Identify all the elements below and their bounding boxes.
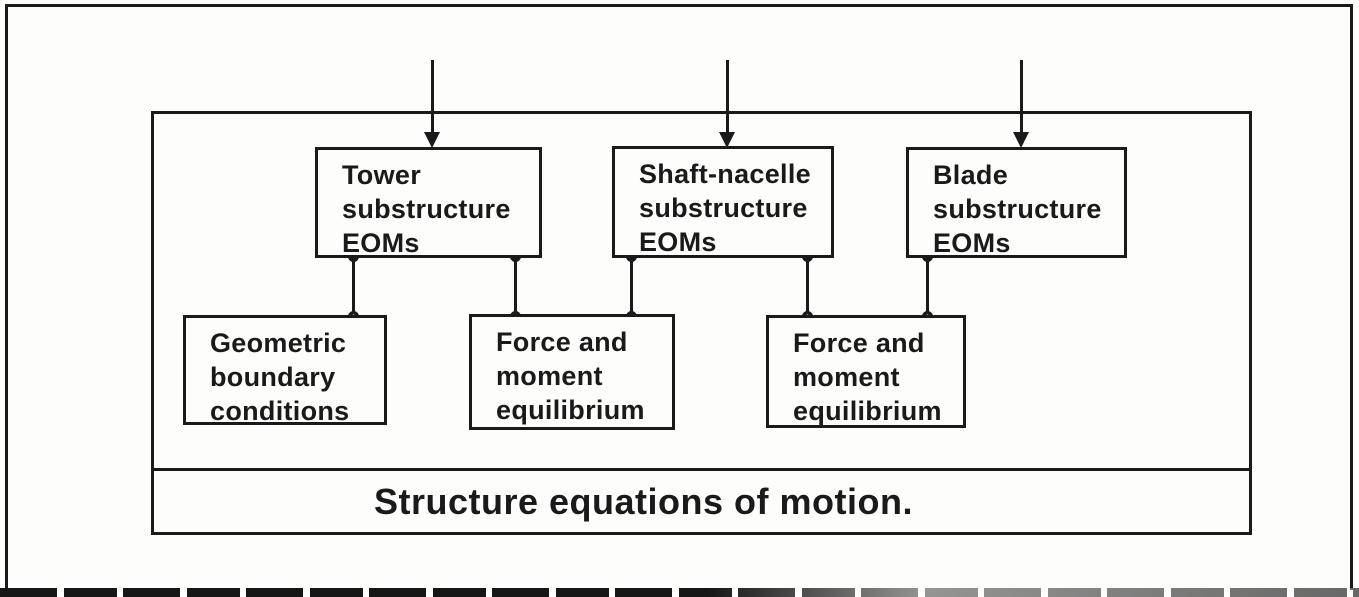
footer-band: Structure equations of motion. xyxy=(151,468,1252,535)
connector-blade-force2 xyxy=(926,254,929,318)
box-label-line: Force and xyxy=(496,327,628,357)
box-label-line: moment xyxy=(793,362,900,392)
force-moment-equilibrium-box-2: Force and moment equilibrium xyxy=(766,315,966,428)
force-moment-equilibrium-box-1: Force and moment equilibrium xyxy=(469,314,675,430)
box-label-line: Blade xyxy=(933,160,1009,190)
arrow-head-icon xyxy=(424,132,440,148)
box-label-line: boundary xyxy=(210,362,336,392)
geometric-boundary-conditions-box: Geometric boundary conditions xyxy=(183,315,387,426)
box-label-line: Geometric xyxy=(210,328,347,358)
box-label-line: equilibrium xyxy=(496,395,645,425)
box-label-line: equilibrium xyxy=(793,396,942,426)
box-label-line: Force and xyxy=(793,328,925,358)
box-label-line: EOMs xyxy=(933,228,1011,258)
box-label-line: Shaft-nacelle xyxy=(639,159,811,189)
connector-shaft-force1 xyxy=(630,254,633,318)
box-label-line: conditions xyxy=(210,396,350,426)
connector-tower-geometric xyxy=(352,254,355,318)
blade-substructure-eoms-box: Blade substructure EOMs xyxy=(906,147,1127,258)
box-label-line: substructure xyxy=(933,194,1102,224)
input-arrow-shaft-nacelle xyxy=(726,60,729,136)
footer-label: Structure equations of motion. xyxy=(373,480,913,522)
page-border-frame xyxy=(5,4,1353,590)
input-arrow-blade xyxy=(1020,60,1023,136)
box-label-line: EOMs xyxy=(639,227,717,257)
box-label-line: moment xyxy=(496,361,603,391)
box-label-line: EOMs xyxy=(342,228,420,258)
box-label-line: substructure xyxy=(342,194,511,224)
arrow-head-icon xyxy=(719,132,735,148)
arrow-head-icon xyxy=(1013,132,1029,148)
connector-tower-force1 xyxy=(514,254,517,318)
box-label-line: Tower xyxy=(342,160,422,190)
scan-artifact-bottom-bar xyxy=(0,588,1359,597)
tower-substructure-eoms-box: Tower substructure EOMs xyxy=(315,147,542,258)
input-arrow-tower xyxy=(431,60,434,136)
shaft-nacelle-substructure-eoms-box: Shaft-nacelle substructure EOMs xyxy=(612,146,834,258)
connector-shaft-force2 xyxy=(806,254,809,318)
box-label-line: substructure xyxy=(639,193,808,223)
